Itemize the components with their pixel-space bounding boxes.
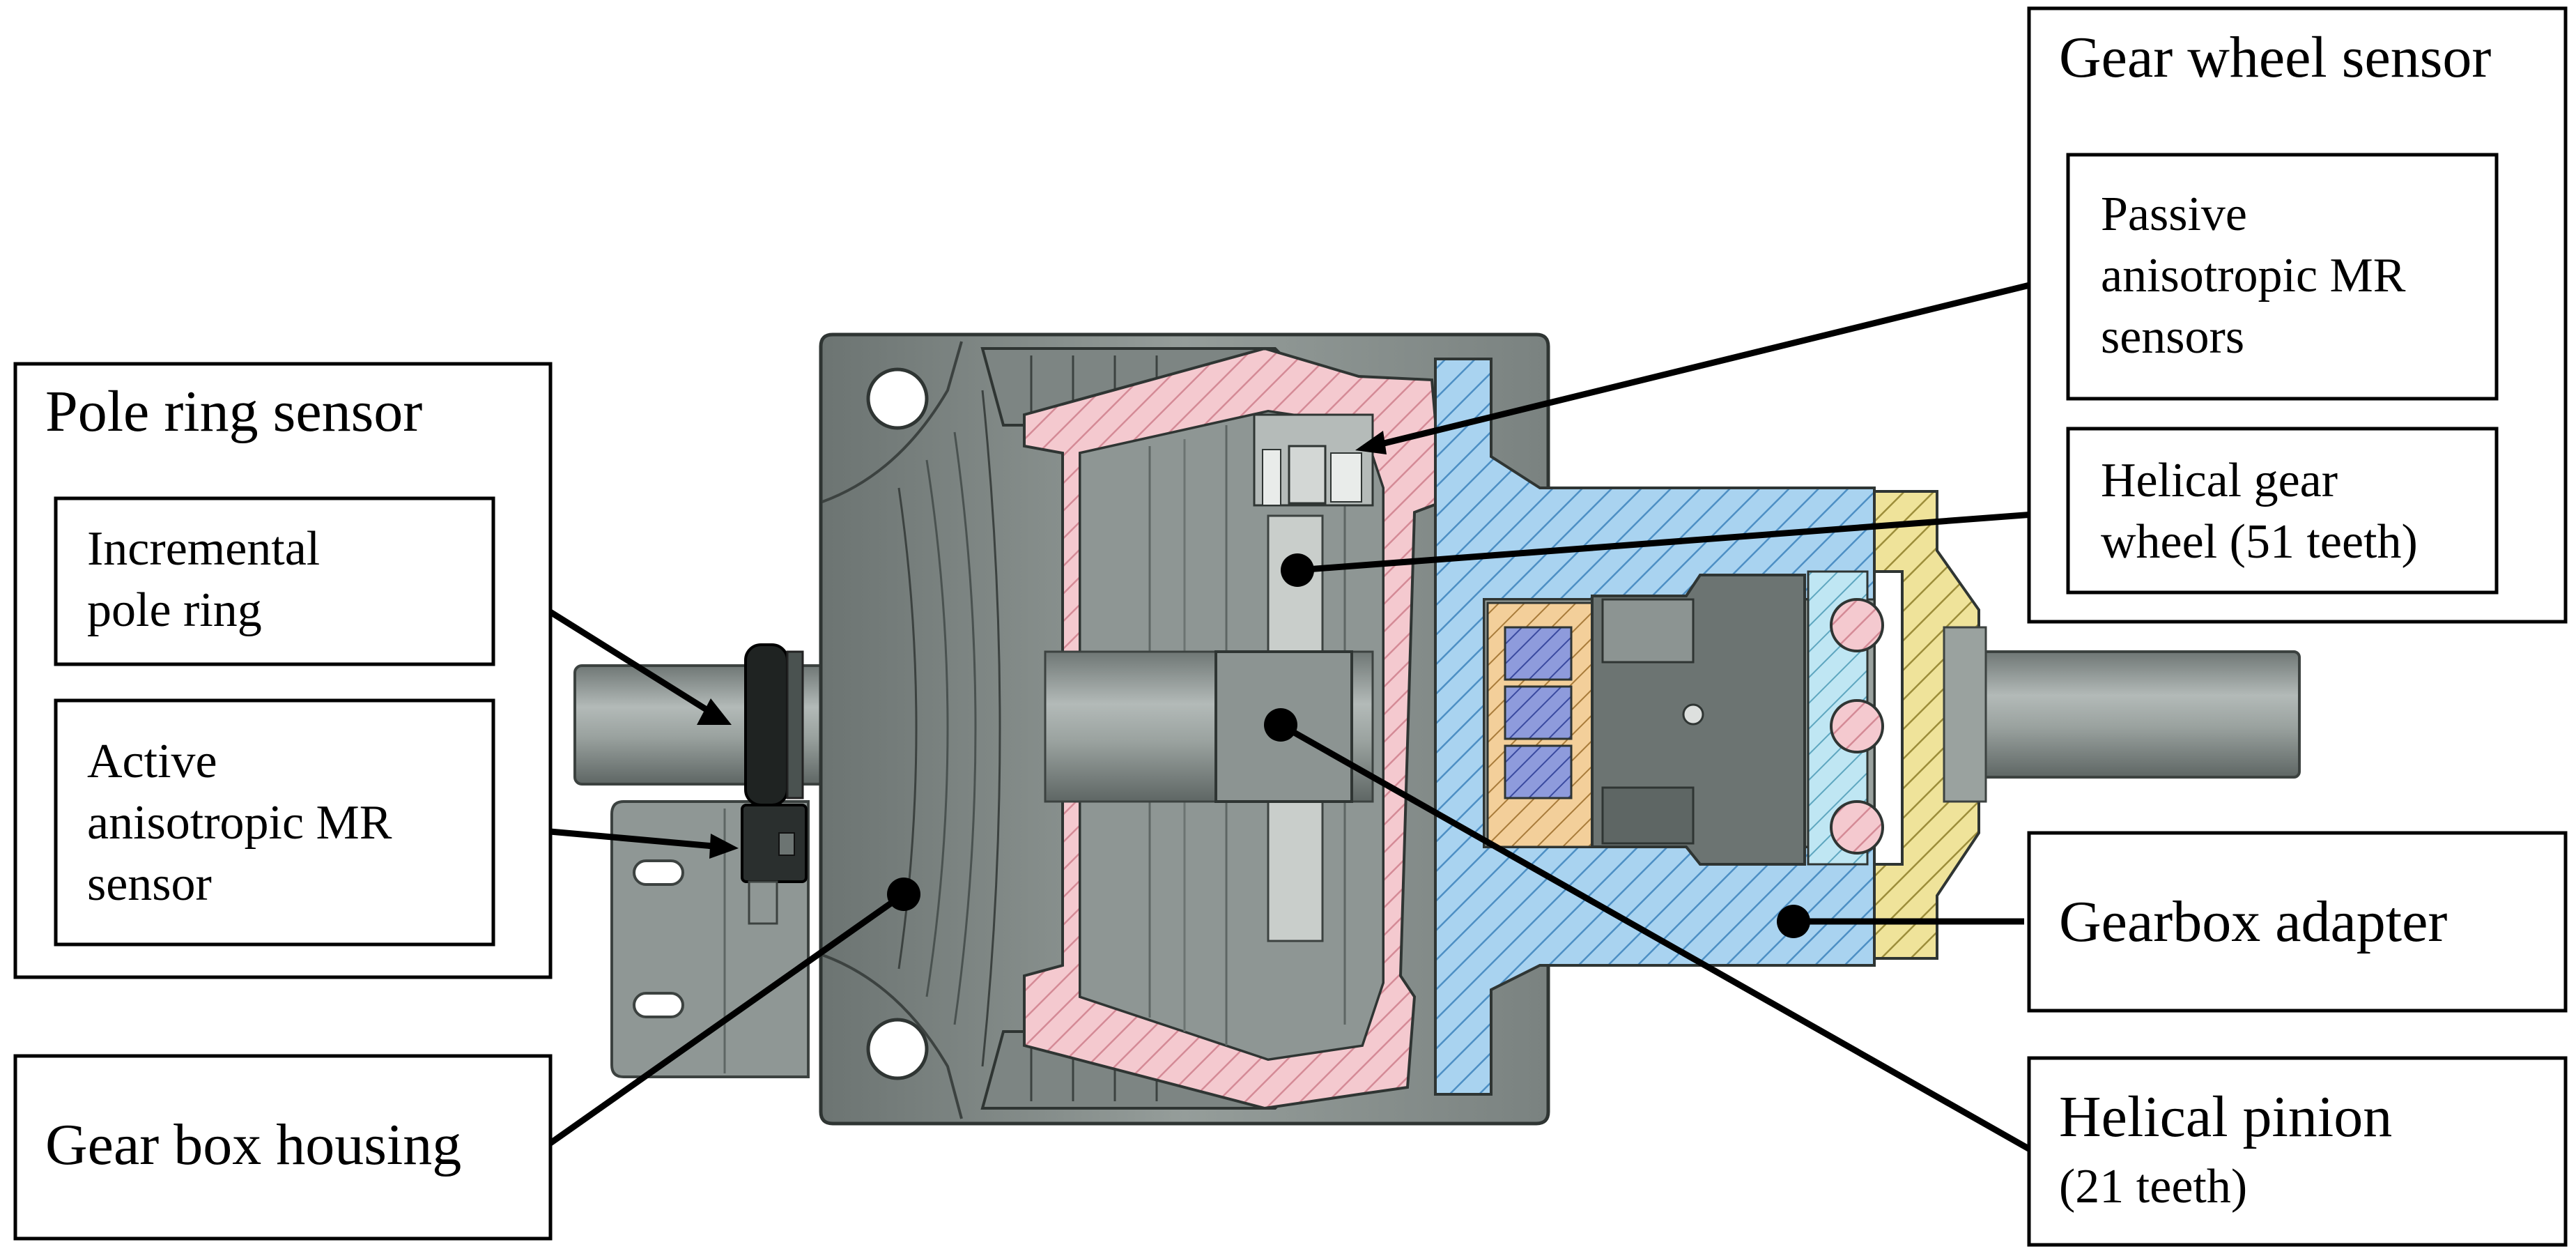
active-mr-sensor-label: Active anisotropic MR sensor [87,735,404,911]
magnet-carrier [1486,602,1594,848]
output-flange [1873,490,1980,960]
passive-mr-sensors-label: Passive anisotropic MR sensors [2101,187,2418,364]
output-bearing [1807,570,1884,866]
leader-dots [887,553,1810,938]
dot-gear-box-housing [887,878,920,911]
leader-gear-box-housing [548,891,906,1146]
passive-mr-sensors-box [2066,153,2499,401]
arrowhead-pole-ring [697,698,732,725]
helical-gear-wheel-box [2066,427,2499,595]
gear-box-housing-box [13,1054,553,1241]
active-mr-sensor-box [54,698,495,947]
passive-mr-sensor-mount [1253,413,1374,507]
helical-gear-wheel-label: Helical gear wheel (51 teeth) [2101,454,2418,569]
arrowhead-active-mr-sensor [709,834,739,859]
gearbox-cross-section [573,332,2301,1126]
leader-lines [487,274,2062,1153]
helical-pinion-box [2027,1056,2568,1247]
label-texts: Pole ring sensor Incremental pole ring A… [45,25,2491,1213]
arrowhead-passive-mr-sensors [1355,431,1387,454]
gearbox-adapter-box [2027,831,2568,1013]
leader-helical-gear-wheel [1297,509,2062,574]
incremental-pole-ring [744,643,804,806]
leader-arrowheads [697,431,1387,859]
leader-helical-pinion [1279,722,2033,1153]
dot-gearbox-adapter [1777,905,1810,938]
dot-helical-gear-wheel [1281,553,1314,587]
gearbox-adapter-label: Gearbox adapter [2059,889,2447,954]
incremental-pole-ring-box [54,496,495,666]
gear-box-housing-label: Gear box housing [45,1112,461,1177]
leader-passive-mr-sensors [1371,274,2062,450]
label-boxes [13,6,2568,1247]
dot-helical-pinion [1264,708,1297,742]
helical-pinion-label: Helical pinion (21 teeth) [2059,1085,2395,1213]
gear-wheel-sensor-label: Gear wheel sensor [2059,25,2491,90]
incremental-pole-ring-label: Incremental pole ring [87,522,332,637]
output-shaft [1977,650,2301,779]
active-mr-sensor-body [741,804,808,925]
pole-ring-sensor-label: Pole ring sensor [45,379,422,444]
